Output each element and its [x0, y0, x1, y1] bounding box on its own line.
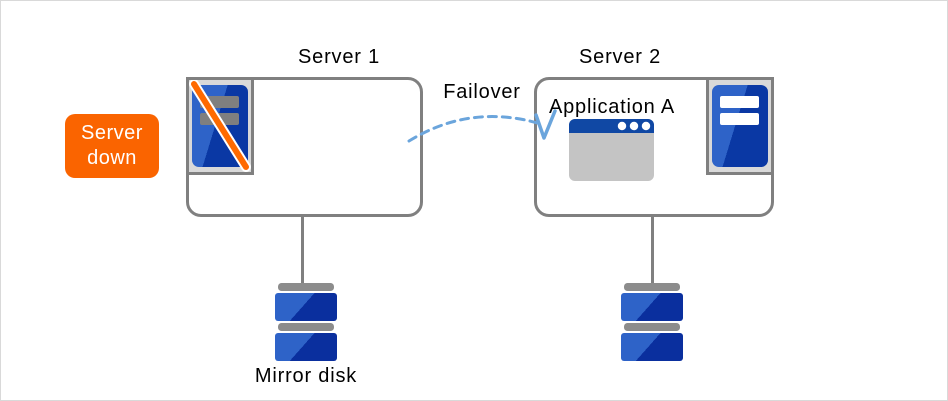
mirror-disk-icon-server1 — [275, 283, 337, 361]
mirror-disk-label: Mirror disk — [254, 365, 358, 387]
disk-platter — [275, 333, 337, 361]
failover-arrowhead — [534, 109, 557, 140]
server1-disk-connector — [301, 215, 304, 285]
server-down-badge-label: Server down — [81, 122, 143, 169]
server2-disk-connector — [651, 215, 654, 285]
server-bar — [720, 96, 759, 108]
slash-icon — [191, 81, 249, 170]
server-down-badge: Server down — [65, 114, 159, 178]
failover-arrow-curve — [407, 115, 543, 143]
server1-title: Server 1 — [298, 46, 380, 68]
disk-platter — [621, 293, 683, 321]
server-bar — [720, 113, 759, 125]
window-dot — [617, 121, 627, 131]
server2-title: Server 2 — [579, 46, 661, 68]
disk-cap — [624, 283, 680, 291]
failover-label: Failover — [443, 81, 521, 103]
server-down-icon — [189, 80, 251, 172]
disk-platter — [621, 333, 683, 361]
server1-status-icon-frame — [186, 77, 254, 175]
disk-platter — [275, 293, 337, 321]
window-dot — [641, 121, 651, 131]
window-titlebar — [569, 119, 654, 133]
application-window-icon — [569, 119, 654, 181]
disk-cap — [278, 323, 334, 331]
application-label: Application A — [548, 96, 676, 118]
mirror-disk-icon-server2 — [621, 283, 683, 361]
failover-arrow-icon — [407, 109, 557, 143]
server2-status-icon-frame — [706, 77, 774, 175]
server-up-icon — [712, 85, 768, 167]
disk-cap — [624, 323, 680, 331]
disk-cap — [278, 283, 334, 291]
window-body — [569, 119, 654, 181]
window-dot — [629, 121, 639, 131]
